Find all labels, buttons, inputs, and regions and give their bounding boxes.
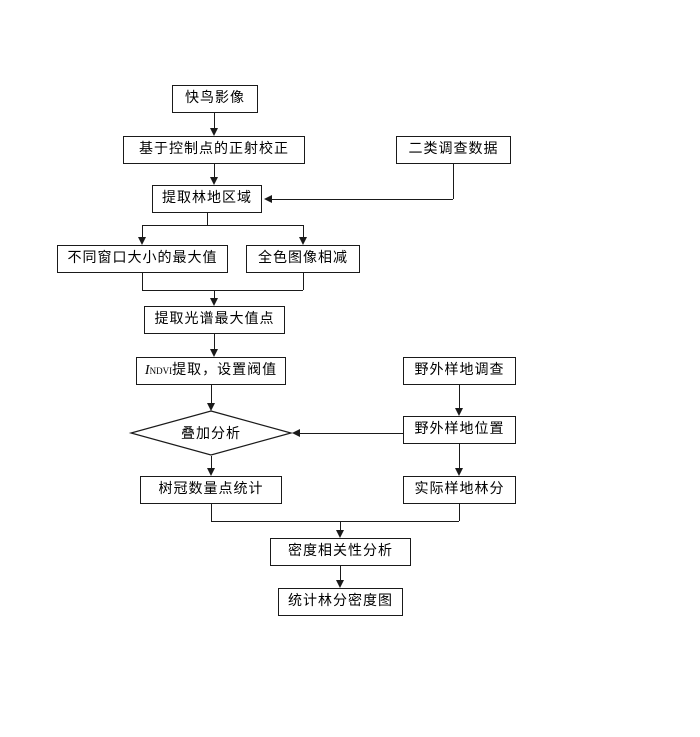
node-density-correlation-analysis[interactable]: 密度相关性分析 [270, 538, 411, 566]
edge-n10-n11-line [459, 385, 460, 408]
edge-n10-n11-arrow [455, 408, 463, 416]
edge-merge-bus-n7 [142, 290, 303, 291]
edge-n3-split-stem [207, 213, 208, 225]
edge-n3-n6-line [303, 225, 304, 237]
edge-n9-n12-arrow [207, 468, 215, 476]
edge-n11-n9-arrow [292, 429, 300, 437]
edge-n11-n13-line [459, 444, 460, 468]
node-label: 提取，设置阀值 [172, 363, 278, 378]
node-label: 不同窗口大小的最大值 [67, 251, 218, 266]
node-orthorectification[interactable]: 基于控制点的正射校正 [123, 136, 305, 164]
node-label: 二类调查数据 [408, 142, 499, 157]
node-extract-forest-area[interactable]: 提取林地区域 [152, 185, 262, 213]
node-field-plot-location[interactable]: 野外样地位置 [403, 416, 516, 444]
edge-merge-n14-stem [340, 521, 341, 530]
node-label: 快鸟影像 [185, 91, 245, 106]
node-crown-count-statistics[interactable]: 树冠数量点统计 [140, 476, 282, 504]
node-label: 统计林分密度图 [288, 594, 393, 609]
edge-n4-n3-vline [453, 164, 454, 199]
edge-merge-bus-n14 [211, 521, 459, 522]
node-label: 野外样地调查 [414, 363, 505, 378]
node-kuainiao-image[interactable]: 快鸟影像 [172, 85, 258, 113]
edge-n14-n15-arrow [336, 580, 344, 588]
edge-n1-n2-line [214, 113, 215, 128]
edge-n2-n3-arrow [210, 177, 218, 185]
edge-merge-n7-stem [214, 290, 215, 298]
node-label: 野外样地位置 [414, 422, 505, 437]
edge-n7-n8-arrow [210, 349, 218, 357]
edge-n3-n5-arrow [138, 237, 146, 245]
diamond-shape [128, 410, 294, 456]
node-label: 提取林地区域 [162, 191, 252, 206]
ndvi-symbol: I [144, 363, 150, 378]
edge-n3-n6-arrow [299, 237, 307, 245]
ndvi-subscript: NDVI [149, 365, 173, 376]
edge-n11-n9-hline [300, 433, 403, 434]
edge-n8-n9-arrow [207, 403, 215, 411]
edge-n13-merge-line [459, 504, 460, 521]
node-label: 叠加分析 [181, 427, 241, 442]
edge-n3-n5-line [142, 225, 143, 237]
node-second-class-survey-data[interactable]: 二类调查数据 [396, 136, 511, 164]
node-label: 基于控制点的正射校正 [139, 142, 289, 157]
edge-n2-n3-line [214, 164, 215, 177]
edge-n12-merge-line [211, 504, 212, 521]
edge-n11-n13-arrow [455, 468, 463, 476]
node-overlay-analysis[interactable]: 叠加分析 [128, 410, 294, 456]
node-label: 提取光谱最大值点 [154, 312, 275, 327]
node-panchromatic-subtraction[interactable]: 全色图像相减 [246, 245, 360, 273]
edge-n3-split-bus [142, 225, 303, 226]
node-label: 全色图像相减 [258, 251, 348, 266]
edge-n4-n3-hline [272, 199, 453, 200]
edge-n7-n8-line [214, 334, 215, 349]
node-stand-density-map[interactable]: 统计林分密度图 [278, 588, 403, 616]
edge-n5-merge-line [142, 273, 143, 290]
node-label: 密度相关性分析 [288, 544, 393, 559]
edge-n1-n2-arrow [210, 128, 218, 136]
edge-n14-n15-line [340, 566, 341, 580]
node-actual-plot-stand[interactable]: 实际样地林分 [403, 476, 516, 504]
node-window-max-values[interactable]: 不同窗口大小的最大值 [57, 245, 228, 273]
node-label: 树冠数量点统计 [158, 482, 264, 497]
node-extract-spectral-max-points[interactable]: 提取光谱最大值点 [144, 306, 285, 334]
edge-n4-n3-arrow [264, 195, 272, 203]
edge-n8-n9-line [211, 385, 212, 403]
node-label: 实际样地林分 [414, 482, 505, 497]
edge-n6-merge-line [303, 273, 304, 290]
edge-merge-n14-arrow [336, 530, 344, 538]
edge-merge-n7-arrow [210, 298, 218, 306]
edge-n9-n12-line [211, 456, 212, 468]
node-field-plot-survey[interactable]: 野外样地调查 [403, 357, 516, 385]
